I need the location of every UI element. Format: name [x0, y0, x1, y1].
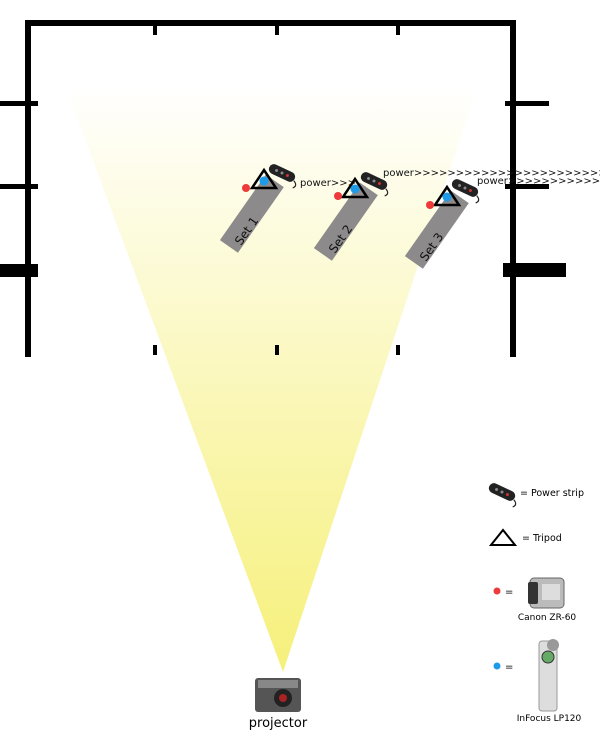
projector-dot — [493, 662, 501, 670]
power-label-1: power>>> — [300, 178, 356, 189]
projector-dot — [442, 192, 452, 202]
camera-dot — [242, 184, 250, 192]
legend: = Power strip = Tripod = Canon ZR-60 = I… — [484, 480, 584, 724]
power-label-3: power>>>>>>>>>>>>>> — [477, 176, 600, 187]
set-bar — [313, 182, 378, 261]
legend-power-strip: = Power strip — [520, 488, 584, 499]
set-bar — [404, 190, 469, 269]
legend-camera: Canon ZR-60 — [518, 613, 577, 623]
legend-tripod: = Tripod — [522, 533, 562, 544]
set-bar — [219, 174, 284, 253]
tripod-icon — [488, 528, 518, 546]
tripod-icon — [432, 184, 462, 207]
legend-mini-projector: InFocus LP120 — [517, 714, 582, 724]
camera-dot — [426, 201, 434, 209]
room-walls — [0, 20, 566, 357]
legend-camera-eq: = — [505, 587, 513, 598]
light-cone — [65, 85, 478, 672]
pico-projector-icon — [538, 639, 559, 712]
projector-icon — [255, 678, 301, 712]
power-label-2: power>>>>>>>>>>>>>>>>>>>>>>>>>>>> — [383, 168, 600, 179]
projector-dot — [350, 184, 360, 194]
camera-dot — [493, 587, 501, 595]
legend-projector-eq: = — [505, 662, 513, 673]
power-strip-icon — [484, 480, 521, 509]
tripod-icon — [249, 167, 279, 190]
tripod-icon — [340, 176, 370, 199]
camcorder-icon — [528, 577, 565, 609]
camera-dot — [334, 192, 342, 200]
projector-label: projector — [249, 716, 308, 731]
projector-dot — [259, 176, 269, 186]
set-2: Set 2 — [313, 169, 393, 261]
